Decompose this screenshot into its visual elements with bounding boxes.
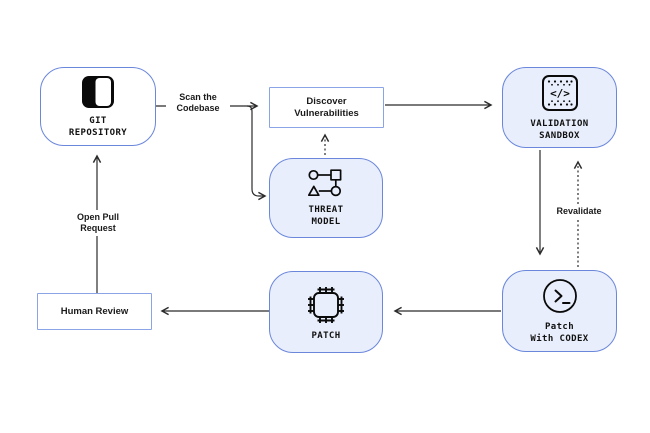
edge-label-line: Request [80,223,116,233]
node-label-line: PATCH [311,330,341,341]
terminal-prompt-icon [542,279,577,313]
node-patch-with-codex: Patch With CODEX [502,270,617,352]
node-label-line: With CODEX [530,334,589,344]
node-label-line: MODEL [311,217,341,227]
edge-git-to-threat-model [246,105,267,201]
chip-icon [308,286,344,323]
node-label-line: Discover [306,95,347,107]
edge-label-open-pull-request: Open Pull Request [63,210,133,236]
node-discover-vulnerabilities: Discover Vulnerabilities [269,87,384,128]
sandbox-code-icon: </> [541,74,578,111]
node-label: PATCH [311,330,340,342]
node-label: Human Review [61,306,129,318]
node-git-repository: GIT REPOSITORY [40,67,156,146]
node-patch: PATCH [269,271,383,353]
node-label: Discover Vulnerabilities [294,96,359,120]
edge-label-scan-the-codebase: Scan the Codebase [166,90,230,116]
edge-label-line: Scan the [179,92,217,102]
node-label-line: Human Review [60,305,129,317]
node-label-line: VALIDATION [530,118,589,129]
node-label-line: Patch [544,322,575,332]
node-label-line: THREAT [308,205,344,215]
edge-label-revalidate: Revalidate [547,204,611,219]
node-threat-model: THREAT MODEL [269,158,383,238]
node-label-line: SANDBOX [539,130,580,141]
node-label: Patch With CODEX [530,321,588,345]
node-label: VALIDATION SANDBOX [530,118,588,142]
edge-label-line: Open Pull [76,212,119,222]
node-validation-sandbox: </> VALIDATION SANDBOX [502,67,617,148]
node-label: GIT REPOSITORY [69,115,127,139]
code-glyph: </> [550,87,570,100]
edge-label-line: Revalidate [556,206,602,216]
edge-label-line: Codebase [176,103,220,113]
node-label: THREAT MODEL [309,204,344,228]
node-label-line: Vulnerabilities [294,107,359,119]
threat-model-icon [308,169,342,197]
node-label-line: REPOSITORY [68,127,128,138]
repository-icon [82,75,114,108]
node-human-review: Human Review [37,293,152,330]
node-label-line: GIT [89,115,107,126]
